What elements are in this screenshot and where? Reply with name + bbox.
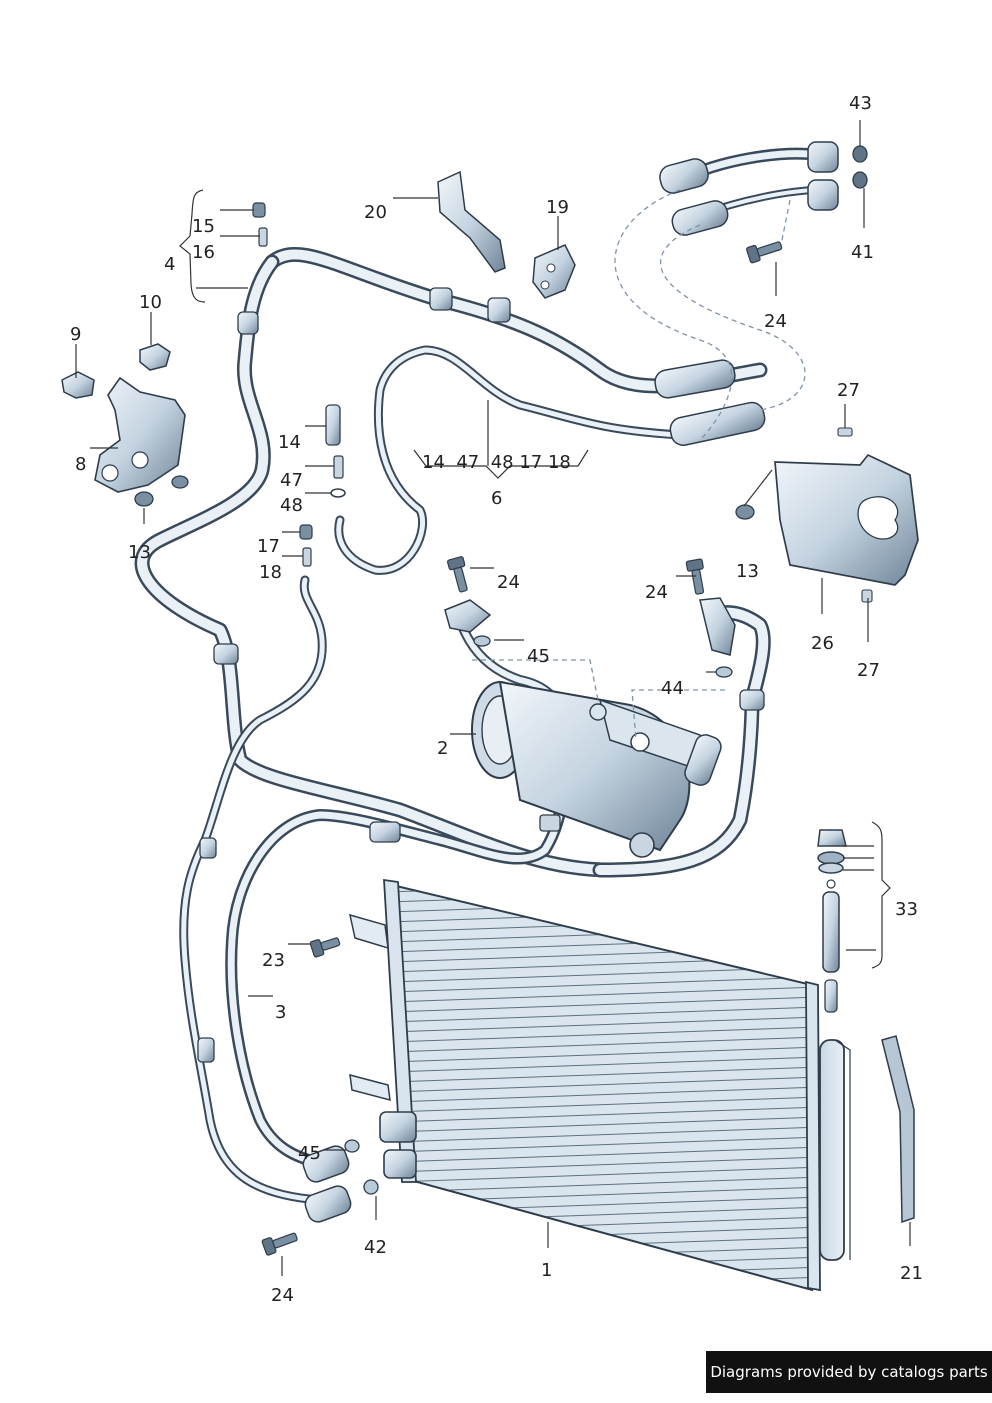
label-10: 10 [139, 292, 162, 313]
label-13-left: 13 [128, 542, 151, 563]
bracket-8 [94, 376, 186, 493]
label-44: 44 [661, 678, 684, 699]
label-8: 8 [75, 454, 86, 475]
bracket-26 [774, 453, 919, 586]
footer-credit: Diagrams provided by catalogs parts [706, 1351, 992, 1393]
label-16: 16 [192, 242, 215, 263]
label-42: 42 [364, 1237, 387, 1258]
bolt-24-top [746, 241, 783, 264]
seal-strip [881, 1035, 915, 1224]
compressor-fitting-low [444, 599, 492, 633]
valve-47 [333, 455, 344, 479]
label-24-compressor-right: 24 [645, 582, 668, 603]
seal-45-top [473, 635, 491, 647]
part-number-labels: 1 2 3 4 6 8 9 10 13 13 14 15 16 17 18 19… [70, 93, 923, 1306]
label-45-bottom: 45 [298, 1143, 321, 1164]
condenser [349, 878, 851, 1292]
seal-42 [363, 1179, 379, 1195]
nut-13-left-b [171, 475, 189, 489]
label-27-bottom: 27 [857, 660, 880, 681]
seal-44 [715, 666, 733, 678]
clip-10 [139, 343, 171, 371]
label-21: 21 [900, 1263, 923, 1284]
label-26: 26 [811, 633, 834, 654]
label-2: 2 [437, 738, 448, 759]
label-33: 33 [895, 899, 918, 920]
label-17: 17 [257, 536, 280, 557]
label-14: 14 [278, 432, 301, 453]
label-15: 15 [192, 216, 215, 237]
cap-14 [325, 404, 341, 446]
clip-27-bottom [861, 589, 873, 603]
compressor-fitting-high [699, 597, 736, 656]
filter-drier-kit [817, 829, 847, 1013]
label-41: 41 [851, 242, 874, 263]
leader-lines [75, 120, 911, 1276]
label-43: 43 [849, 93, 872, 114]
clip-9 [61, 371, 95, 399]
rear-hose-pair [614, 141, 839, 441]
seal-41 [852, 171, 868, 189]
cap-15 [252, 202, 266, 218]
bolt-24-compressor-right [685, 558, 705, 595]
clip-27-top [837, 427, 853, 437]
label-9: 9 [70, 324, 81, 345]
label-27-top: 27 [837, 380, 860, 401]
bolt-24-compressor-left [447, 556, 468, 593]
seal-45-bottom [344, 1139, 360, 1153]
label-19: 19 [546, 197, 569, 218]
label-45-top: 45 [527, 646, 550, 667]
clamp-19 [532, 244, 576, 299]
label-48: 48 [280, 495, 303, 516]
oring-48 [330, 488, 346, 498]
label-18: 18 [259, 562, 282, 583]
label-3: 3 [275, 1002, 286, 1023]
bracket-20 [437, 170, 506, 273]
label-6: 6 [491, 488, 502, 509]
nut-13-right [735, 504, 755, 520]
ac-compressor [471, 680, 722, 858]
label-4: 4 [164, 254, 175, 275]
label-group-6: 14 47 48 17 18 [422, 452, 571, 473]
condenser-hose-fitting-upper [302, 1145, 350, 1183]
bolt-24-bottom [261, 1232, 298, 1256]
label-1: 1 [541, 1260, 552, 1281]
label-24-compressor-left: 24 [497, 572, 520, 593]
label-47: 47 [280, 470, 303, 491]
valve-18 [302, 547, 312, 567]
label-24-bottom: 24 [271, 1285, 294, 1306]
label-20: 20 [364, 202, 387, 223]
label-23: 23 [262, 950, 285, 971]
valve-16 [258, 227, 268, 247]
label-24-top: 24 [764, 311, 787, 332]
cap-17 [299, 524, 313, 540]
bolt-23 [309, 937, 341, 958]
seal-43 [852, 145, 868, 163]
condenser-hose-fitting-lower [304, 1185, 352, 1223]
label-13-right: 13 [736, 561, 759, 582]
nut-13-left [134, 491, 154, 507]
